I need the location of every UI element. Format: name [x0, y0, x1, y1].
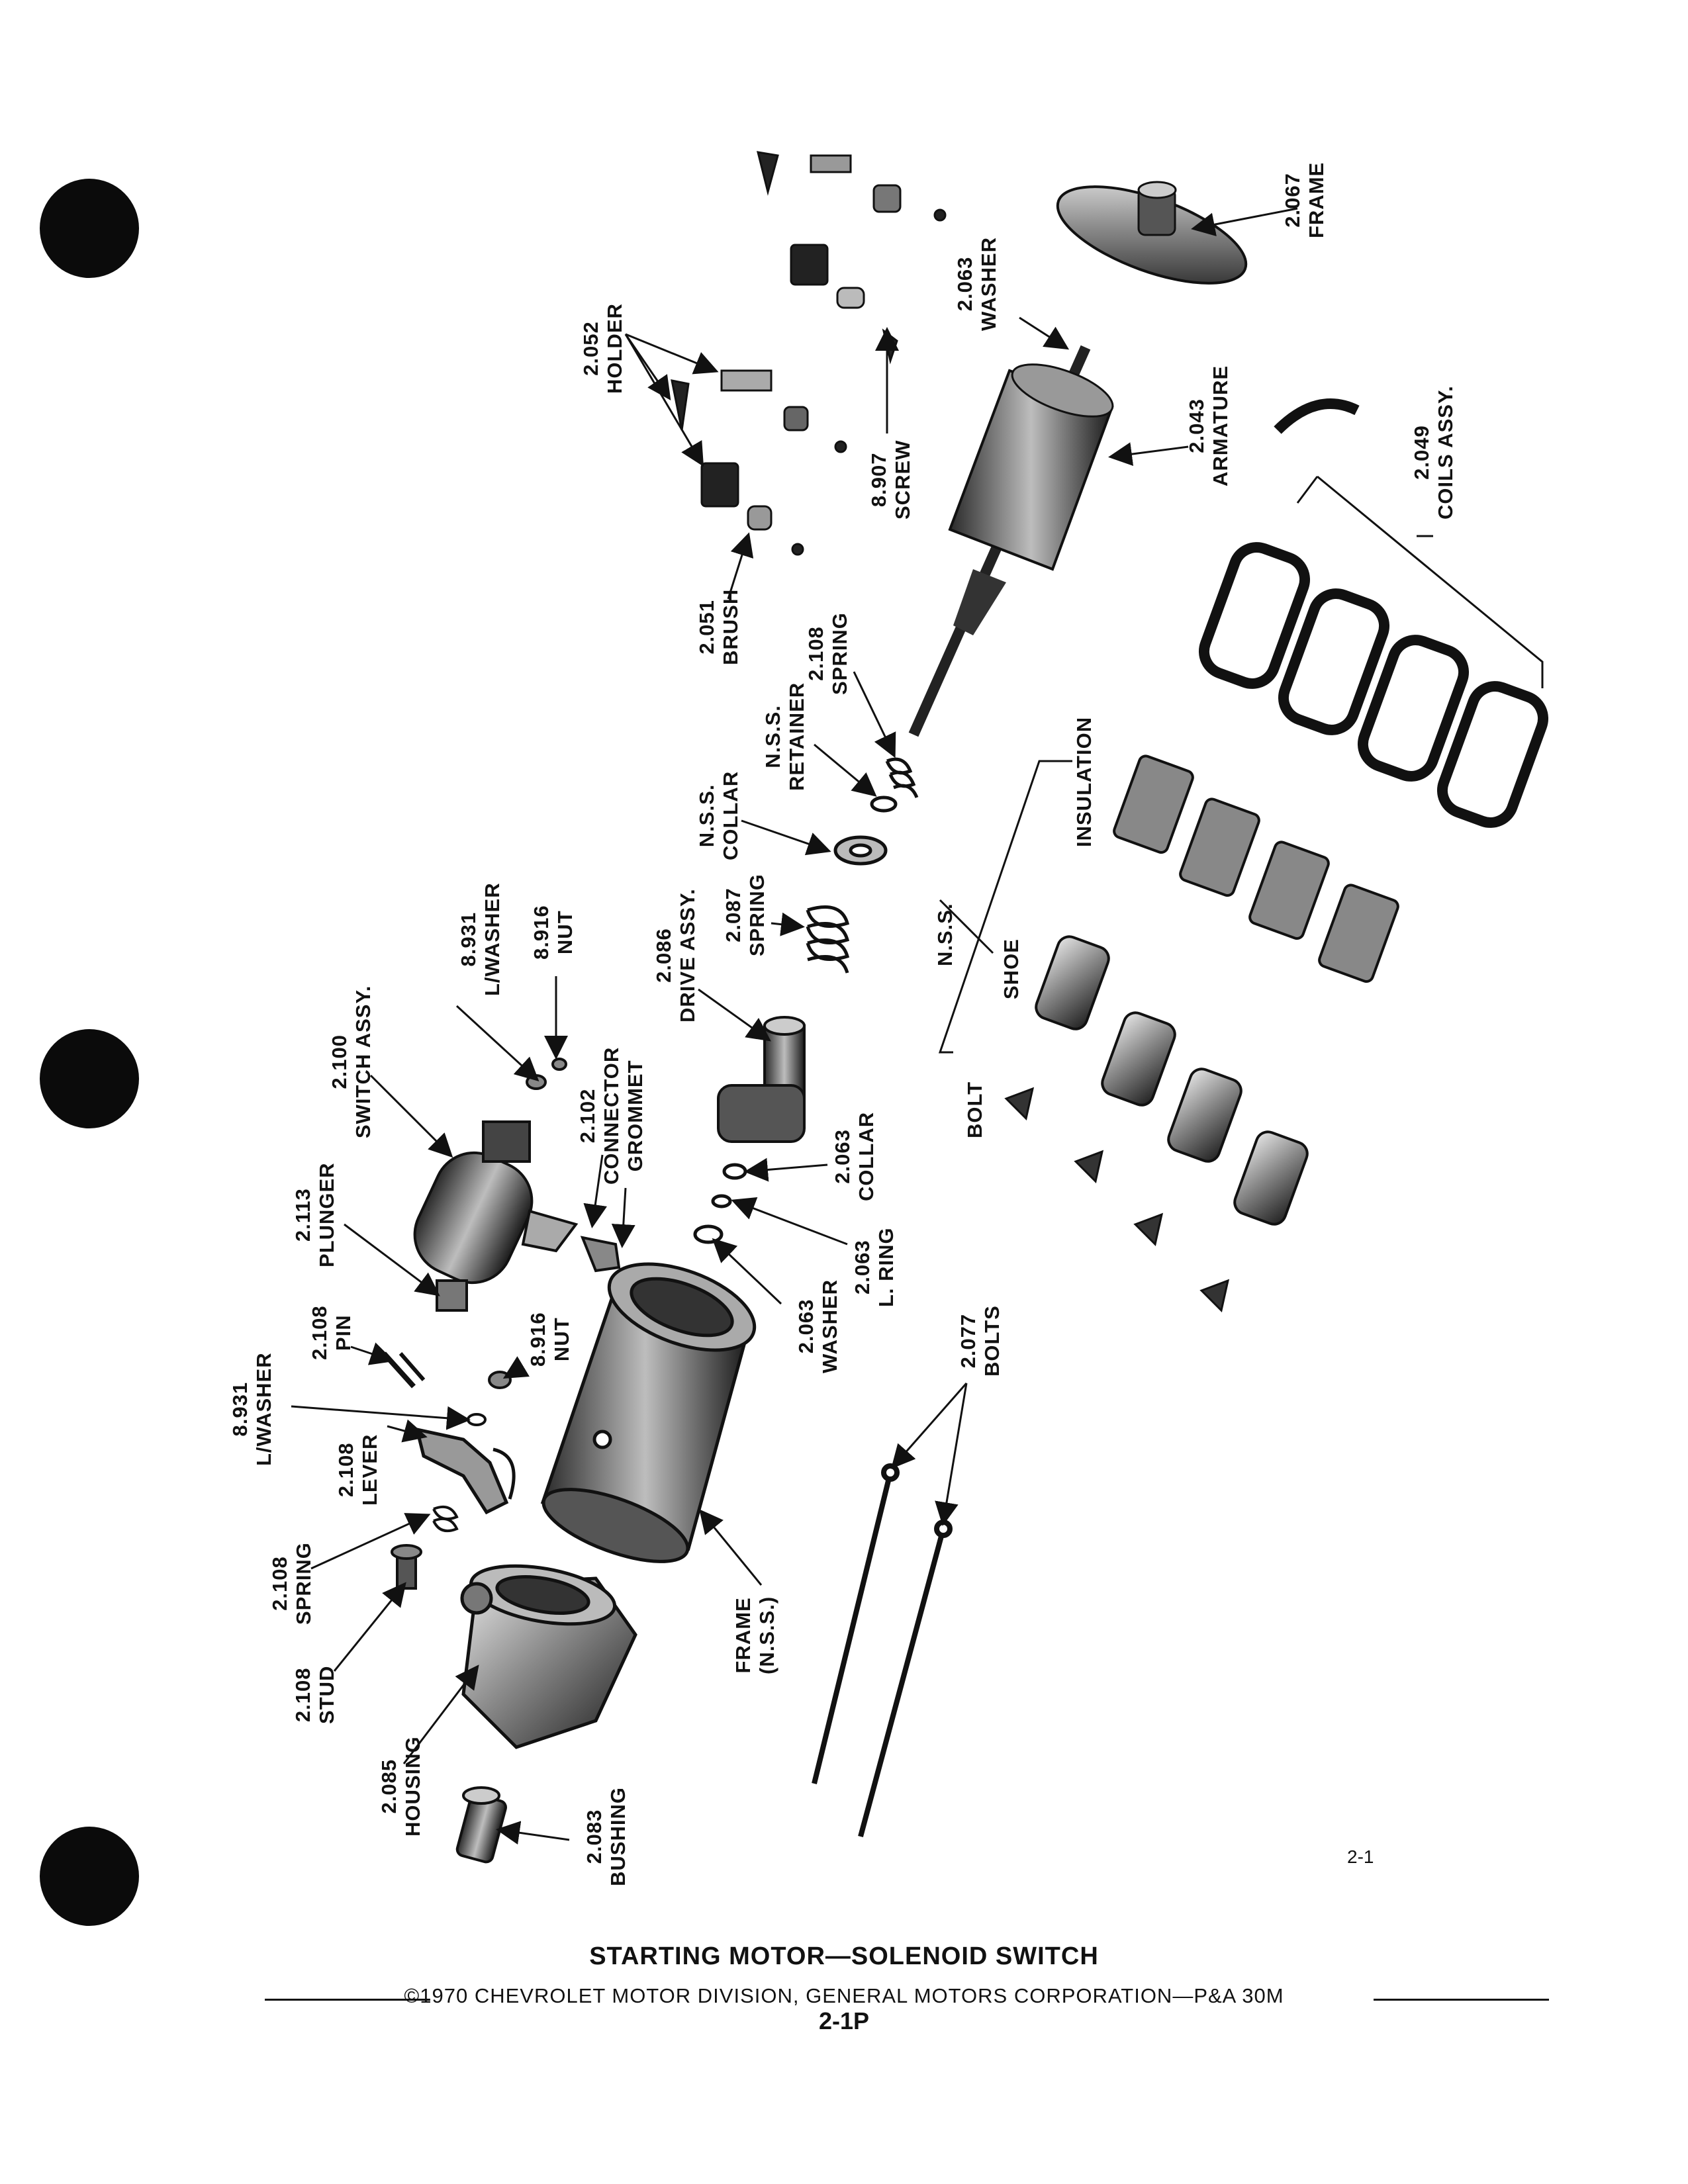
- page-number: 2-1P: [818, 2007, 870, 2034]
- diagram-title: STARTING MOTOR—SOLENOID SWITCH: [589, 1942, 1099, 1970]
- copyright-line: ©1970 CHEVROLET MOTOR DIVISION, GENERAL …: [404, 1984, 1284, 2007]
- pole-shoe-parts: [1035, 935, 1309, 1226]
- insulation-parts: [1113, 754, 1399, 983]
- footer-rule-left: [265, 1999, 430, 2001]
- label-bolt: BOLT: [963, 1081, 986, 1138]
- drive-spring-stack: [806, 757, 919, 974]
- binder-hole-middle: [40, 1029, 139, 1128]
- label-frame-nss: FRAME(N.S.S.): [731, 1596, 778, 1674]
- lever-spring-stud-parts: [391, 1506, 459, 1590]
- brush-holder-parts: [671, 151, 947, 556]
- shift-lever-part: [414, 1427, 516, 1515]
- coils-assembly-part: [1198, 398, 1549, 828]
- solenoid-switch-part: [413, 1120, 579, 1312]
- label-insulation: INSULATION: [1072, 716, 1096, 847]
- end-frame-part: [1056, 181, 1248, 285]
- leader-lines: [291, 207, 1544, 1845]
- field-frame-part: [540, 1262, 757, 1563]
- binder-hole-bottom: [40, 1827, 139, 1926]
- through-bolts-part: [812, 1463, 953, 1838]
- label-shoe: SHOE: [1000, 938, 1023, 999]
- small-ring-parts: [693, 1163, 747, 1244]
- armature-part: [908, 345, 1114, 737]
- drive-assembly-part: [717, 1016, 806, 1143]
- label-nss-shoe: N.S.S.: [933, 903, 957, 966]
- shoe-bolt-parts: [1004, 1087, 1230, 1312]
- label-collar-nss: N.S.S.COLLAR: [695, 770, 742, 860]
- footer-rule-right: [1374, 1999, 1549, 2001]
- page-reference: 2-1: [1347, 1846, 1374, 1867]
- label-retainer-nss: N.S.S.RETAINER: [761, 682, 808, 791]
- bushing-part: [455, 1786, 507, 1864]
- binder-hole-top: [40, 179, 139, 278]
- drive-housing-part: [460, 1564, 637, 1749]
